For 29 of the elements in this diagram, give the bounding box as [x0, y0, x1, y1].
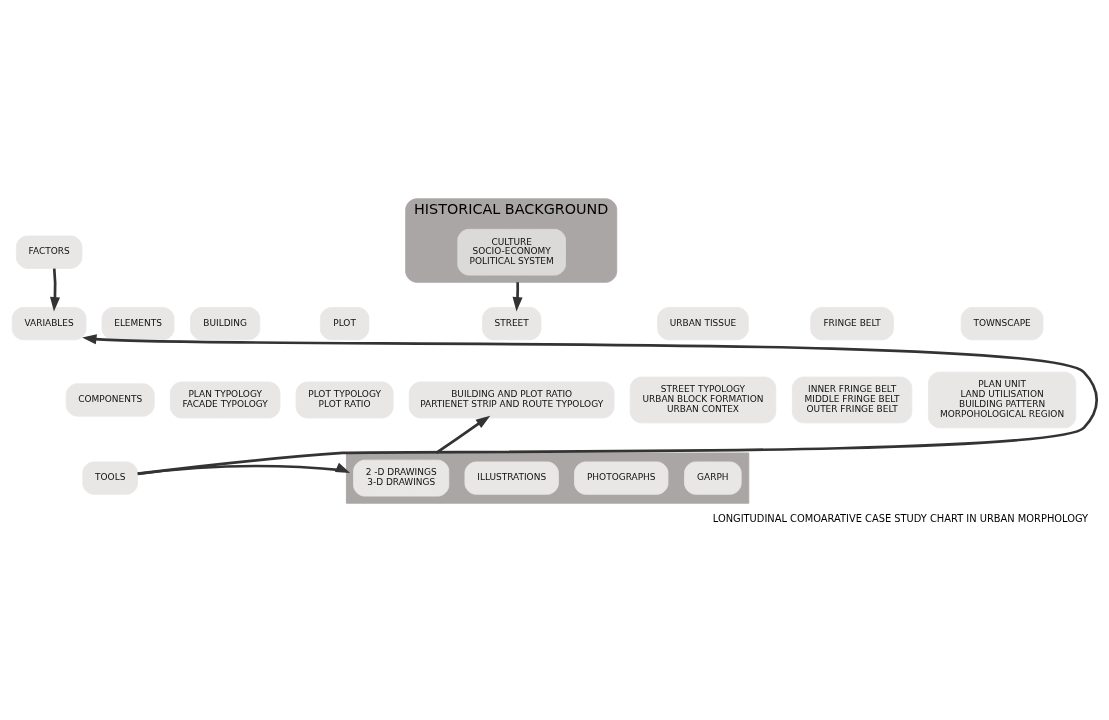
arrow: [50, 268, 61, 312]
arrow: [512, 282, 523, 312]
node-box: TOOLS: [82, 461, 139, 495]
node-box: FRINGE BELT: [810, 307, 894, 341]
node-box: BUILDING AND PLOT RATIO PARTIENET STRIP AND ROUTE TYPOLOGY: [408, 381, 615, 419]
node-box: BUILDING: [190, 307, 261, 341]
node-box: FACTORS: [15, 235, 83, 269]
node-box: 2 -D DRAWINGS 3-D DRAWINGS: [353, 459, 450, 497]
node-box: PHOTOGRAPHS: [574, 461, 669, 495]
node-box: VARIABLES: [11, 307, 87, 341]
node-box: TOWNSCAPE: [960, 307, 1044, 341]
node-box: INNER FRINGE BELT MIDDLE FRINGE BELT OUTER FRINGE BELT: [791, 376, 913, 424]
caption: LONGITUDINAL COMOARATIVE CASE STUDY CHART IN URBAN MORPHOLOGY: [712, 512, 1089, 524]
node-box: URBAN TISSUE: [657, 307, 749, 341]
node-box: PLOT TYPOLOGY PLOT RATIO: [295, 381, 394, 419]
node-box: CULTURE SOCIO-ECONOMY POLITICAL SYSTEM: [457, 228, 566, 276]
node-box: PLAN TYPOLOGY FACADE TYPOLOGY: [169, 381, 281, 419]
cluster: [345, 452, 750, 504]
node-box: PLAN UNIT LAND UTILISATION BUILDING PATTERN MORPOHOLOGICAL REGION: [927, 371, 1077, 429]
node-box: STREET TYPOLOGY URBAN BLOCK FORMATION URBAN CONTEX: [629, 376, 777, 424]
arrow: [435, 415, 491, 455]
arrow: [82, 334, 1097, 476]
node-box: STREET: [482, 307, 542, 341]
node-box: ELEMENTS: [101, 307, 175, 341]
arrow: [137, 462, 351, 476]
node-box: COMPONENTS: [65, 383, 155, 417]
node-box: ILLUSTRATIONS: [464, 461, 559, 495]
node-box: GARPH: [684, 461, 742, 495]
node-box: PLOT: [319, 307, 370, 341]
